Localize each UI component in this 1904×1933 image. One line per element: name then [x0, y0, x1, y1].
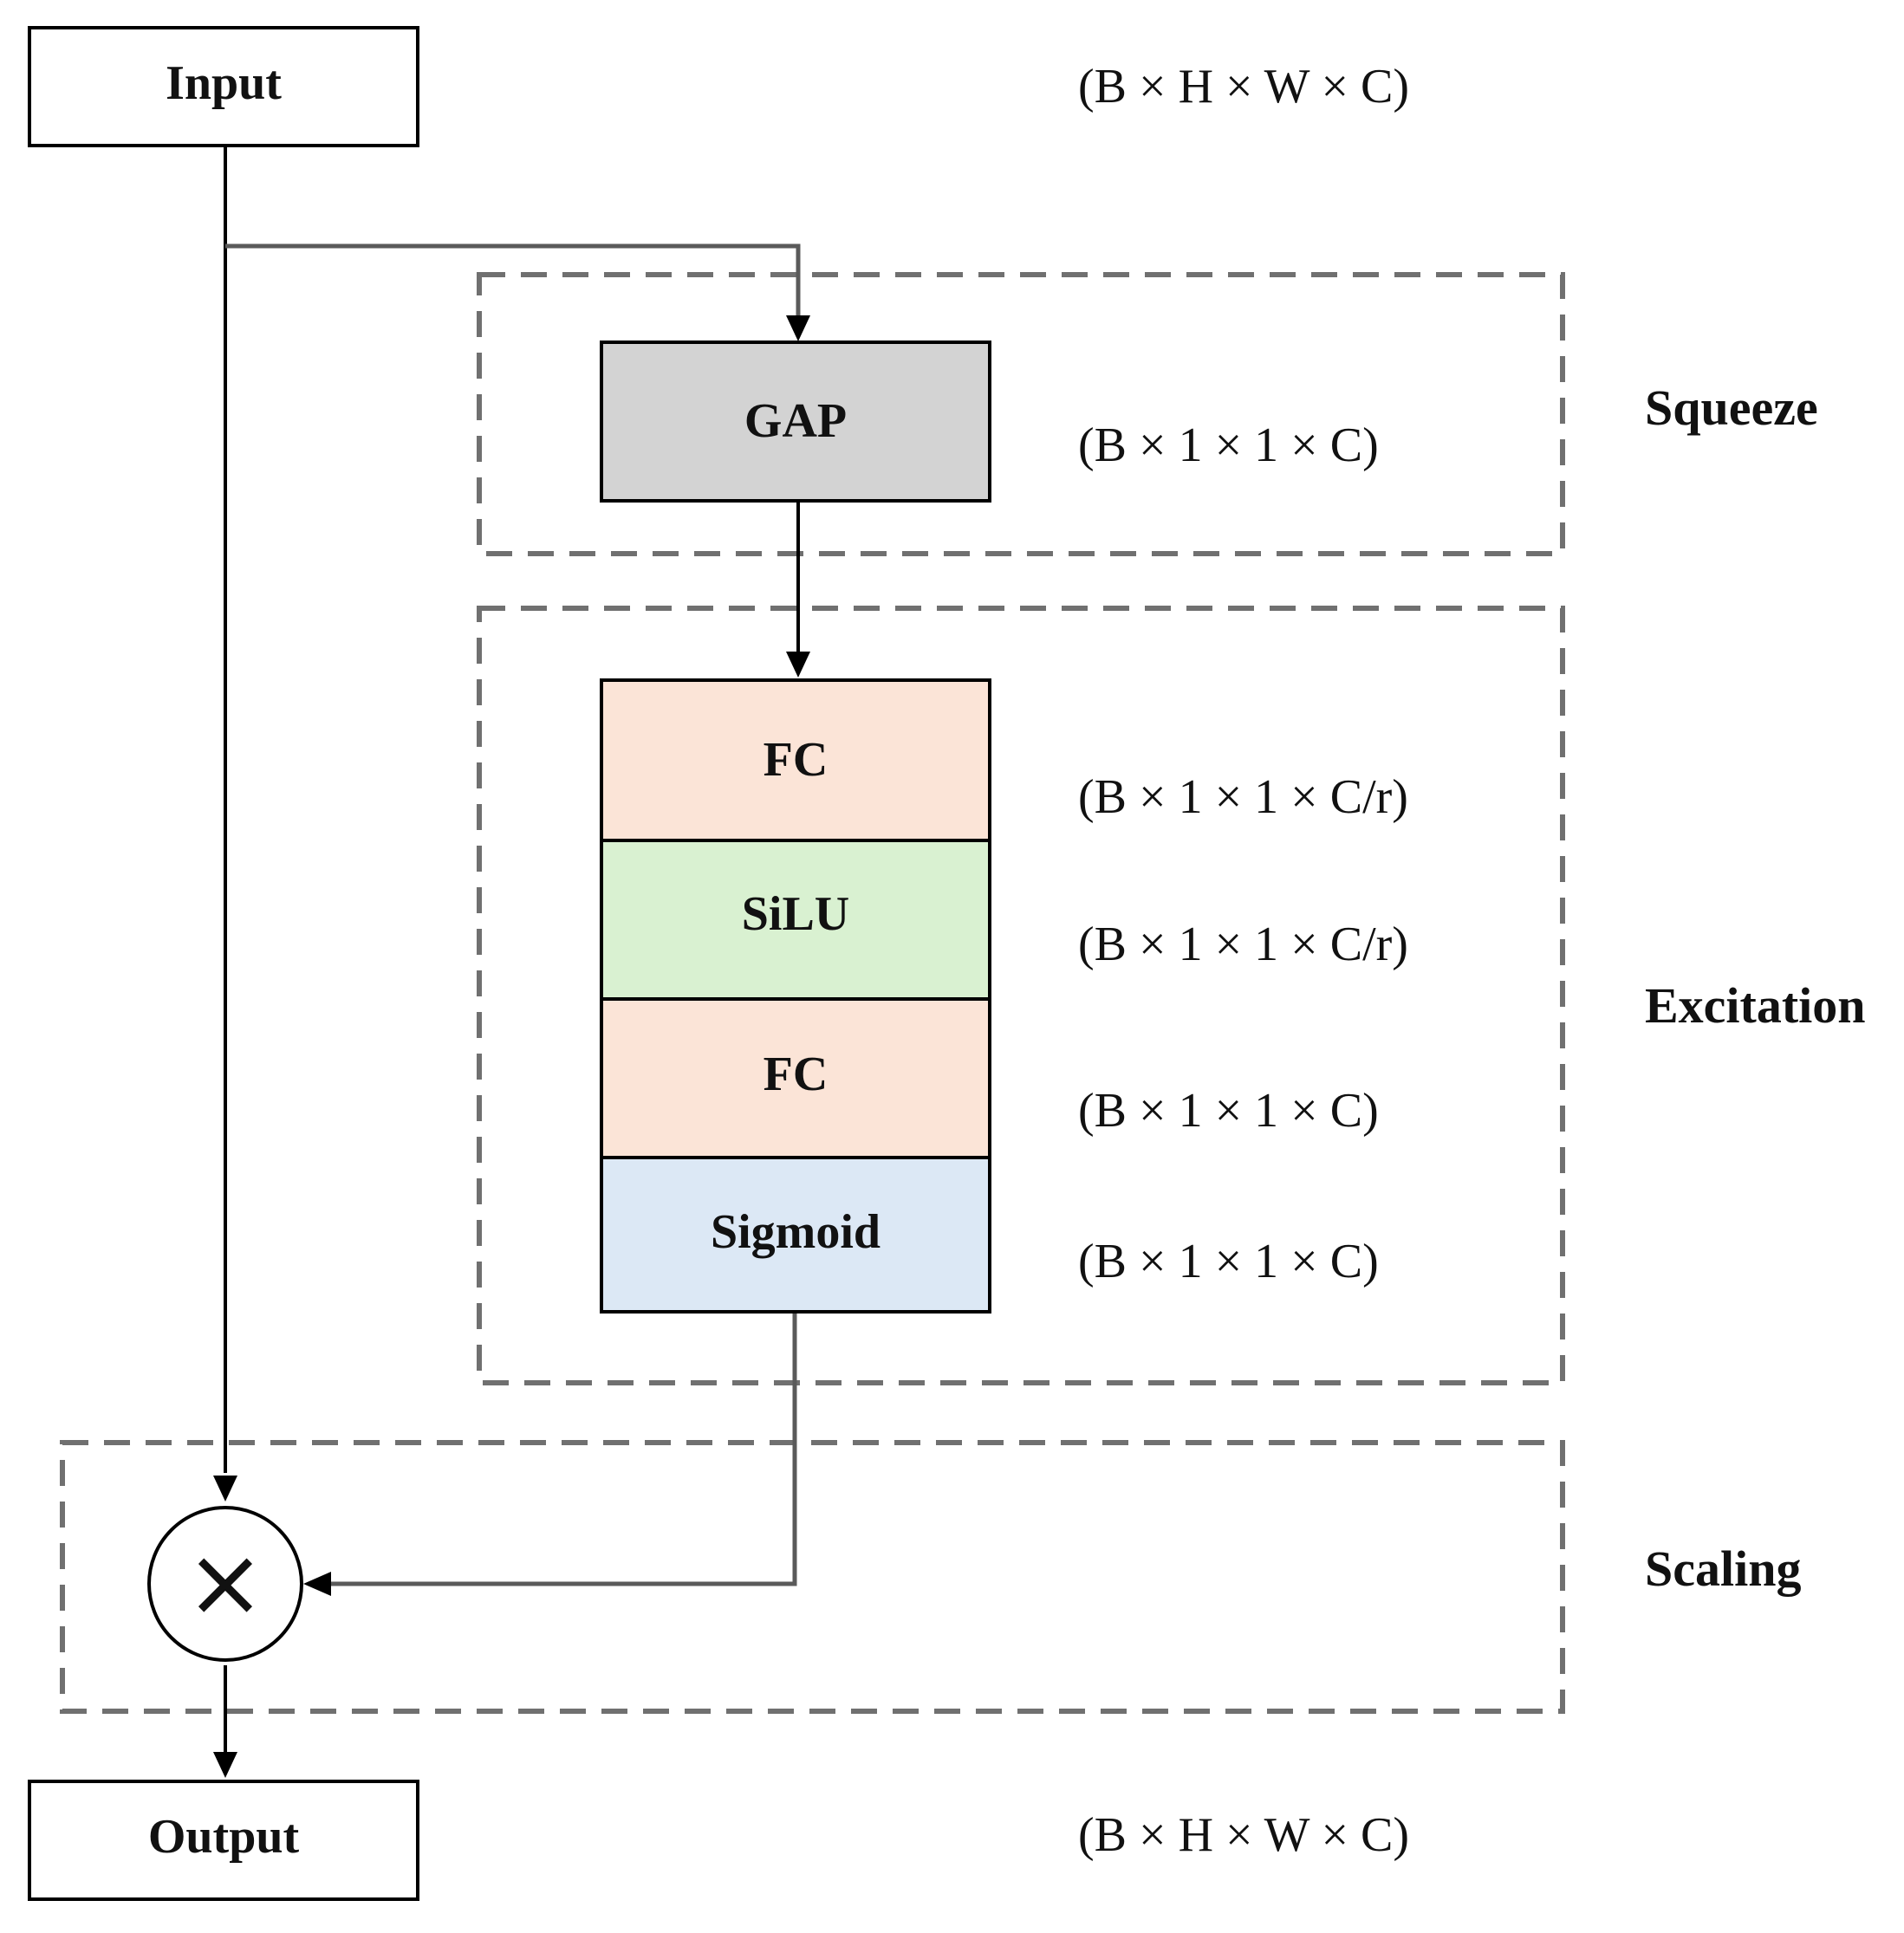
gap-box [600, 341, 991, 503]
output-shape-label: (B × H × W × C) [1078, 1808, 1409, 1862]
output-label: Output [148, 1810, 300, 1864]
squeeze-section-frame [477, 272, 1565, 556]
sigmoid-to-multiply-line [331, 1313, 797, 1586]
fc2-label: FC [764, 1048, 829, 1101]
input-box [28, 26, 419, 147]
fc2-box [600, 997, 991, 1159]
silu-label: SiLU [742, 887, 850, 941]
fc1-label: FC [764, 733, 829, 787]
output-box [28, 1780, 419, 1901]
input-label: Input [166, 56, 282, 110]
silu-shape-label: (B × 1 × 1 × C/r) [1078, 918, 1408, 971]
arrowhead-into-output [213, 1752, 237, 1778]
branch-to-gap-line [225, 243, 801, 315]
arrowhead-into-gap [786, 315, 810, 341]
multiply-node [147, 1506, 303, 1662]
arrowhead-into-multiply-top [213, 1476, 237, 1502]
fc1-shape-label: (B × 1 × 1 × C/r) [1078, 770, 1408, 824]
excitation-section-frame [477, 606, 1565, 1385]
scaling-section-label: Scaling [1645, 1541, 1802, 1597]
gap-shape-label: (B × 1 × 1 × C) [1078, 418, 1379, 472]
sigmoid-shape-label: (B × 1 × 1 × C) [1078, 1235, 1379, 1288]
fc2-shape-label: (B × 1 × 1 × C) [1078, 1084, 1379, 1138]
connectors [213, 147, 810, 1778]
arrowhead-into-multiply-right [303, 1572, 331, 1596]
input-shape-label: (B × H × W × C) [1078, 60, 1409, 114]
gap-label: GAP [744, 394, 847, 448]
sigmoid-box [600, 1156, 991, 1314]
squeeze-section-label: Squeeze [1645, 379, 1818, 436]
multiply-icon: × [185, 1527, 265, 1638]
sigmoid-label: Sigmoid [711, 1205, 881, 1259]
arrowhead-into-fc [786, 652, 810, 678]
excitation-section-label: Excitation [1645, 977, 1866, 1034]
fc1-box [600, 678, 991, 842]
scaling-section-frame [60, 1440, 1565, 1714]
